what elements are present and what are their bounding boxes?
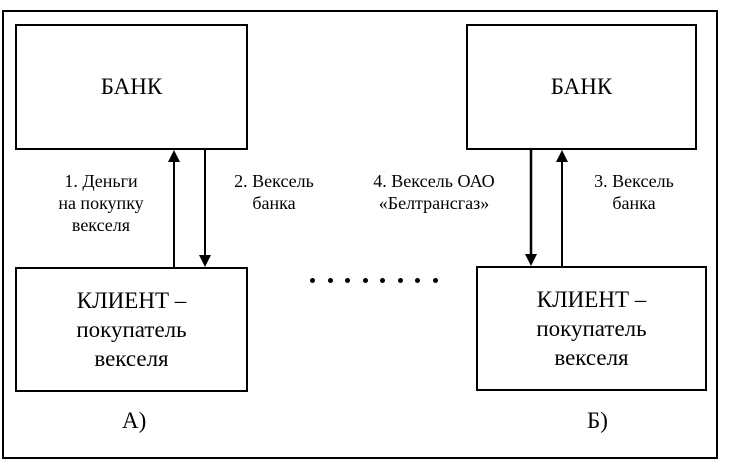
dotted-connector	[310, 278, 438, 283]
connector-dot	[432, 278, 438, 283]
label-line: на покупку	[58, 193, 144, 213]
right-client-box: КЛИЕНТ – покупатель векселя	[476, 266, 707, 391]
right-arrow-down	[525, 150, 537, 266]
left-client-box: КЛИЕНТ – покупатель векселя	[15, 267, 248, 392]
right-arrow-up	[556, 150, 568, 266]
right-caption: Б)	[587, 408, 608, 433]
left-arrow-up-label: 1. Деньги на покупку векселя	[40, 170, 162, 236]
label-line: 3. Вексель	[594, 171, 674, 191]
label-line: банка	[612, 193, 656, 213]
label-line: 1. Деньги	[64, 171, 138, 191]
right-arrow-up-label: 3. Вексель банка	[578, 170, 690, 214]
connector-dot	[310, 278, 315, 283]
left-client-line-2: покупатель	[76, 317, 187, 342]
connector-dot	[345, 278, 351, 283]
left-arrow-up	[168, 150, 180, 267]
label-line: «Белтрансгаз»	[378, 193, 490, 213]
left-client-line-3: векселя	[94, 346, 169, 371]
right-bank-box: БАНК	[466, 24, 697, 150]
left-client-line-1: КЛИЕНТ –	[76, 288, 187, 313]
right-arrow-down-label: 4. Вексель ОАО «Белтрансгаз»	[350, 170, 518, 214]
right-client-line-3: векселя	[554, 345, 629, 370]
connector-dot	[415, 278, 421, 283]
label-line: 4. Вексель ОАО	[373, 171, 495, 191]
connector-dot	[362, 278, 368, 283]
connector-dot	[380, 278, 386, 283]
left-bank-box: БАНК	[15, 24, 248, 150]
right-client-line-2: покупатель	[536, 316, 647, 341]
right-bank-label: БАНК	[550, 74, 613, 99]
connector-dot	[397, 278, 403, 283]
left-caption: А)	[122, 408, 147, 433]
label-line: векселя	[71, 215, 131, 235]
left-arrow-down	[199, 150, 211, 267]
label-line: 2. Вексель	[234, 171, 314, 191]
left-bank-label: БАНК	[100, 74, 163, 99]
connector-dot	[327, 278, 333, 283]
label-line: банка	[252, 193, 296, 213]
right-client-line-1: КЛИЕНТ –	[536, 287, 647, 312]
diagram-frame	[2, 10, 718, 459]
left-arrow-down-label: 2. Вексель банка	[218, 170, 330, 214]
